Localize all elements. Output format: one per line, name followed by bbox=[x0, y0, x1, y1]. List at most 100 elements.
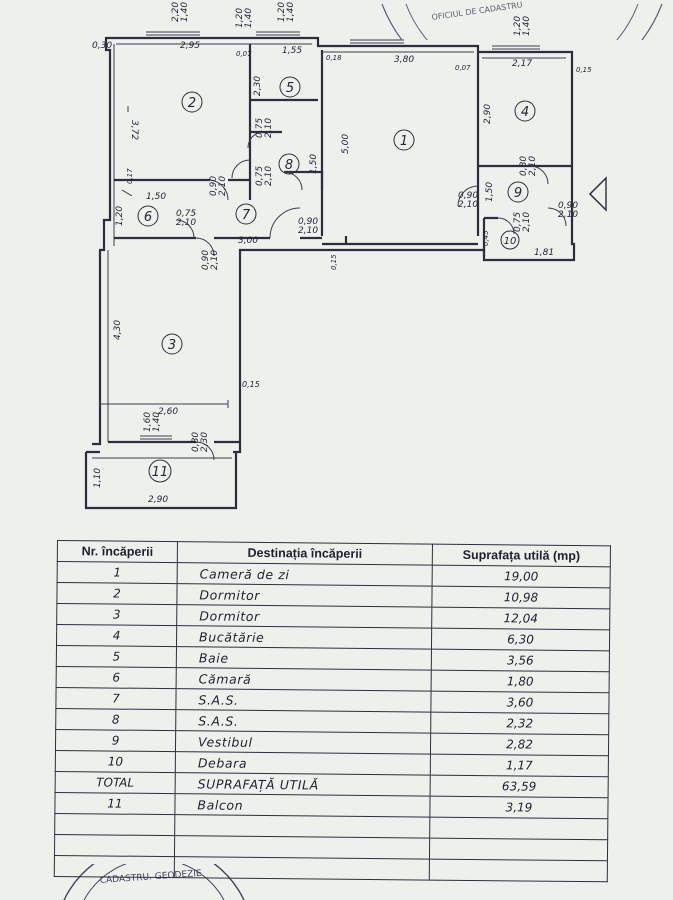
room-area-cell: 12,04 bbox=[431, 607, 610, 630]
room-number-cell: 1 bbox=[57, 561, 178, 584]
room-area-cell: 2,82 bbox=[430, 733, 609, 756]
stamp-text: OFICIUL DE CADASTRU bbox=[431, 0, 523, 22]
room-number-cell bbox=[54, 813, 175, 836]
dimension-text: 0,07 bbox=[455, 64, 471, 72]
room-area-cell: 3,60 bbox=[430, 691, 610, 714]
dimension-text: 2,30 bbox=[253, 76, 263, 96]
room-destination-cell: Debara bbox=[175, 751, 431, 776]
opening-size-text: 2,201,40 bbox=[171, 2, 190, 22]
room-area-cell: 2,32 bbox=[430, 712, 609, 735]
opening-size-text: 0,902,10 bbox=[201, 250, 220, 270]
room-destination-cell: S.A.S. bbox=[175, 688, 432, 713]
opening-size-text: 0,752,10 bbox=[255, 118, 274, 138]
room-area-cell: 3,19 bbox=[429, 796, 609, 819]
room-area-cell: 63,59 bbox=[430, 775, 609, 798]
dimension-text: 1,10 bbox=[93, 468, 103, 488]
room-number: 4 bbox=[521, 105, 529, 120]
room-number: 5 bbox=[286, 81, 294, 96]
room-area-cell bbox=[429, 859, 608, 882]
dimension-text: 0,17 bbox=[126, 168, 134, 184]
room-destination-cell: Bucătărie bbox=[176, 625, 432, 650]
dimension-text: 3,80 bbox=[394, 55, 414, 65]
dimension-text: 2,95 bbox=[180, 41, 200, 51]
room-number-cell: 3 bbox=[56, 603, 177, 626]
room-destination-cell bbox=[174, 856, 430, 881]
room-area-cell: 6,30 bbox=[431, 628, 610, 651]
dimension-text: 1,81 bbox=[534, 248, 554, 258]
room-number-cell: TOTAL bbox=[55, 771, 176, 794]
dimension-text: 0,45 bbox=[482, 230, 490, 246]
opening-size-text: 1,201,40 bbox=[277, 2, 296, 22]
dimension-text: 3,00 bbox=[238, 236, 258, 246]
dimension-lines bbox=[99, 106, 229, 408]
dimension-text: 2,17 bbox=[512, 59, 532, 69]
room-number-cell: 4 bbox=[56, 624, 177, 647]
room-number: 9 bbox=[514, 186, 522, 201]
room-area-table: Nr. încăperii Destinația încăperii Supra… bbox=[54, 540, 611, 882]
room-labels: 2 1 3 4 5 6 7 8 9 10 11 bbox=[137, 76, 536, 483]
room-number-cell: 10 bbox=[55, 750, 176, 773]
opening-size-text: 0,902,10 bbox=[209, 176, 228, 196]
header-room-number: Nr. încăperii bbox=[57, 540, 178, 563]
room-number: 11 bbox=[152, 465, 169, 480]
walls bbox=[84, 36, 576, 510]
dimension-text: 0,15 bbox=[242, 380, 260, 389]
opening-size-text: 1,601,40 bbox=[143, 412, 162, 432]
room-number: 6 bbox=[144, 210, 152, 225]
dimension-text: 0,18 bbox=[326, 54, 342, 62]
room-number: 8 bbox=[285, 158, 293, 173]
opening-size-text: 0,802,10 bbox=[519, 156, 538, 176]
room-destination-cell: Dormitor bbox=[176, 604, 432, 629]
room-destination-cell: Balcon bbox=[174, 793, 431, 818]
opening-size-text: 0,802,30 bbox=[191, 432, 210, 452]
header-usable-area: Suprafața utilă (mp) bbox=[432, 544, 611, 567]
room-number-cell: 6 bbox=[56, 666, 177, 689]
room-number-cell: 2 bbox=[56, 582, 178, 605]
room-area-cell: 10,98 bbox=[431, 586, 611, 609]
room-destination-cell: Cămară bbox=[176, 667, 432, 692]
room-destination-cell bbox=[174, 814, 430, 839]
room-destination-cell: Cameră de zi bbox=[177, 562, 433, 587]
dimension-text: 4,30 bbox=[113, 320, 123, 340]
room-number: 3 bbox=[168, 338, 176, 353]
entrance-arrow-icon bbox=[588, 176, 607, 212]
header-room-destination: Destinația încăperii bbox=[177, 541, 433, 566]
room-number: 2 bbox=[188, 96, 196, 111]
room-area-cell: 1,17 bbox=[430, 754, 609, 777]
room-number-cell: 8 bbox=[55, 708, 176, 731]
dimension-text: 1,50 bbox=[146, 192, 166, 202]
room-destination-cell: Vestibul bbox=[175, 730, 431, 755]
dimension-text: 0,07 bbox=[236, 50, 252, 58]
official-stamp-bottom: CADASTRU. GEODEZIE bbox=[63, 864, 245, 900]
dimension-text: 1,20 bbox=[115, 206, 125, 226]
dimension-text: 1,55 bbox=[282, 46, 302, 56]
dimension-text: 2,90 bbox=[483, 104, 493, 124]
room-destination-cell: S.A.S. bbox=[175, 709, 431, 734]
dimension-text: 2,60 bbox=[158, 407, 178, 417]
room-area-cell: 19,00 bbox=[432, 565, 611, 588]
room-destination-cell: Dormitor bbox=[176, 583, 433, 608]
dimension-text: 0,30 bbox=[92, 41, 112, 51]
room-destination-cell: Baie bbox=[176, 646, 432, 671]
opening-size-text: 0,752,10 bbox=[255, 166, 274, 186]
room-area-cell bbox=[429, 817, 608, 840]
dimension-text: 5,00 bbox=[341, 134, 351, 154]
window-marks bbox=[140, 31, 540, 440]
room-number-cell: 7 bbox=[55, 687, 177, 710]
opening-size-text: 0,752,10 bbox=[513, 212, 532, 232]
dimension-text: 2,90 bbox=[148, 495, 168, 505]
room-number: 1 bbox=[400, 134, 408, 149]
room-number: 7 bbox=[242, 208, 251, 223]
room-number-cell bbox=[54, 834, 175, 857]
room-number-cell: 5 bbox=[56, 645, 177, 668]
room-area-cell: 3,56 bbox=[431, 649, 610, 672]
room-number-cell: 11 bbox=[54, 792, 176, 815]
opening-size-text: 1,201,40 bbox=[513, 16, 532, 36]
room-number-cell bbox=[54, 855, 175, 878]
room-area-cell bbox=[429, 838, 608, 861]
dimension-text: 3,72 bbox=[129, 120, 139, 140]
